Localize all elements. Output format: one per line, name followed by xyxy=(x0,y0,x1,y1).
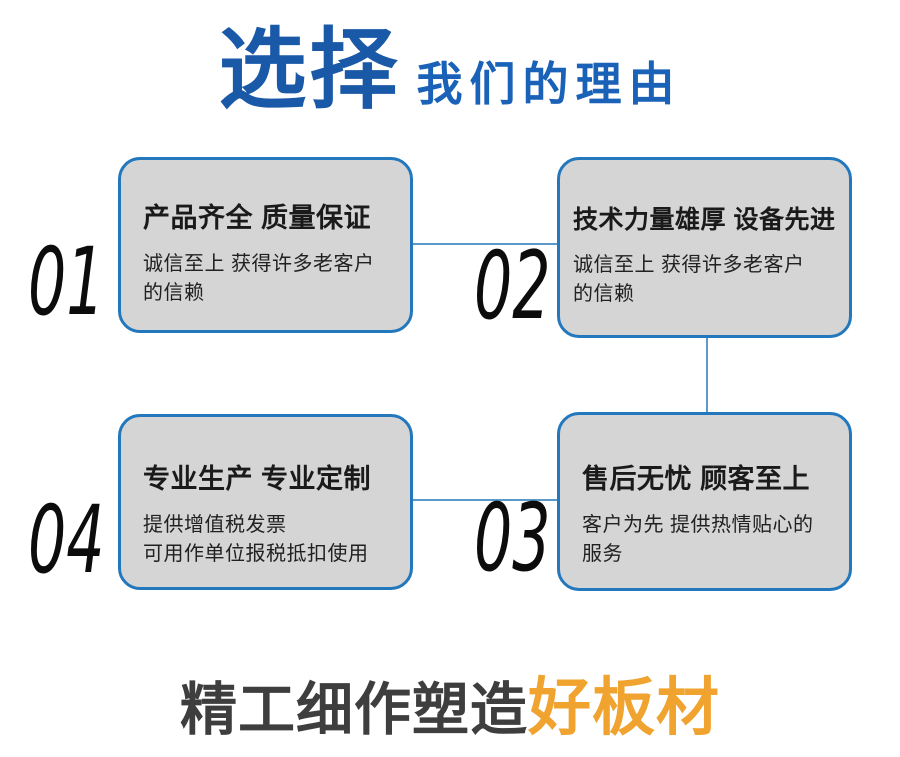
reason-card-2-title: 技术力量雄厚 设备先进 xyxy=(573,206,836,234)
reason-card-1-title: 产品齐全 质量保证 xyxy=(143,203,372,233)
connector-card1-card2 xyxy=(412,243,558,245)
reason-card-1: 产品齐全 质量保证 诚信至上 获得许多老客户 的信赖 xyxy=(118,157,413,333)
slogan-accent: 好板材 xyxy=(528,673,720,743)
step-number-02: 02 xyxy=(474,232,551,341)
page-title: 选择 我们的理由 xyxy=(0,26,900,114)
bottom-slogan: 精工细作塑造 好板材 xyxy=(0,673,900,743)
title-main: 选择 xyxy=(218,20,401,119)
reason-card-1-desc: 诚信至上 获得许多老客户 的信赖 xyxy=(143,253,375,304)
connector-card2-card3 xyxy=(706,336,708,414)
reason-card-2-desc: 诚信至上 获得许多老客户 的信赖 xyxy=(573,254,805,305)
connector-card4-card3 xyxy=(412,499,558,501)
reason-card-3-title: 售后无忧 顾客至上 xyxy=(582,464,811,494)
step-number-04: 04 xyxy=(28,486,105,595)
reason-card-4: 专业生产 专业定制 提供增值税发票 可用作单位报税抵扣使用 xyxy=(118,414,413,590)
reason-card-4-title: 专业生产 专业定制 xyxy=(143,464,372,494)
reason-card-2: 技术力量雄厚 设备先进 诚信至上 获得许多老客户 的信赖 xyxy=(557,157,852,338)
title-sub: 我们的理由 xyxy=(416,58,682,110)
step-number-01: 01 xyxy=(28,228,105,337)
reason-card-4-desc: 提供增值税发票 可用作单位报税抵扣使用 xyxy=(143,514,369,565)
step-number-03: 03 xyxy=(474,484,551,593)
slogan-main: 精工细作塑造 xyxy=(180,678,528,742)
reason-card-3: 售后无忧 顾客至上 客户为先 提供热情贴心的 服务 xyxy=(557,412,852,591)
reason-card-3-desc: 客户为先 提供热情贴心的 服务 xyxy=(582,514,814,565)
